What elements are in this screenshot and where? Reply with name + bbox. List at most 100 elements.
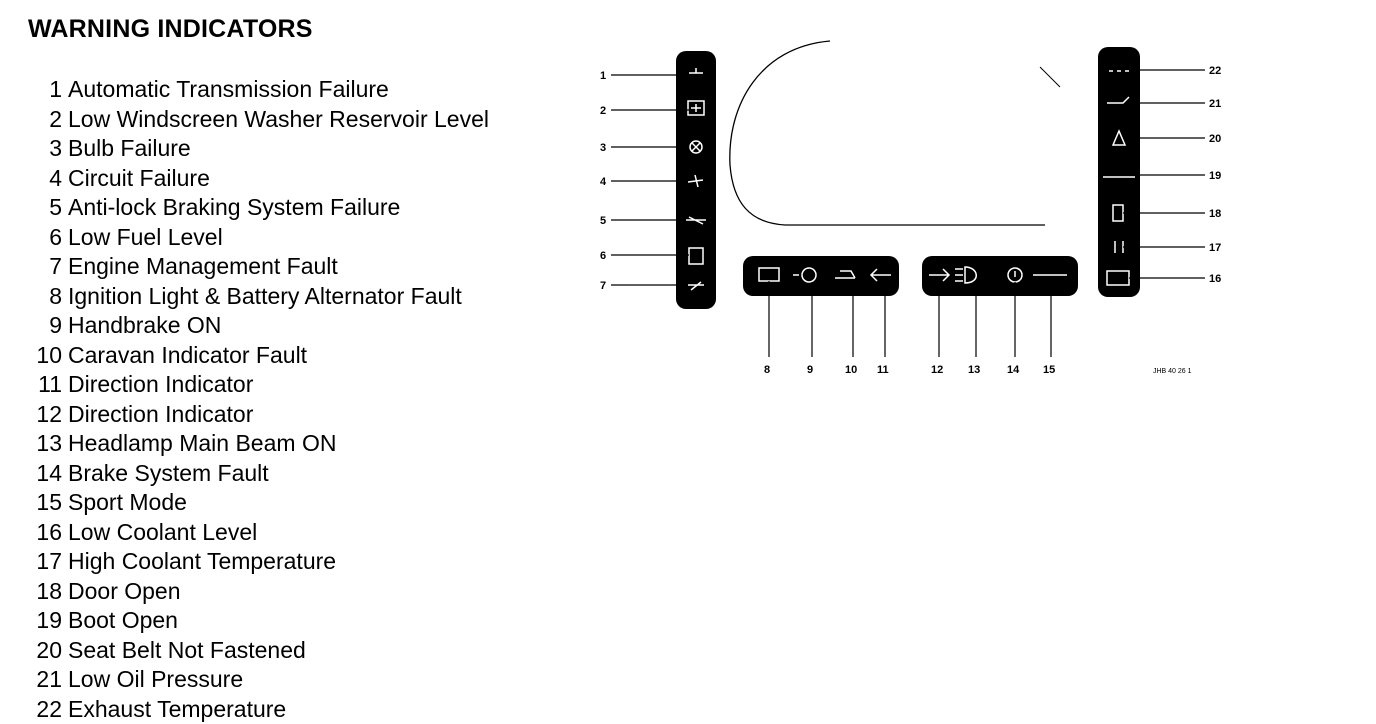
reference-code: JHB 40 26 1 [1153, 368, 1192, 375]
transmission-icon [689, 68, 703, 74]
legend-number: 2 [49, 105, 62, 132]
callout-1: 1 [600, 70, 606, 82]
callout-11: 11 [877, 364, 889, 376]
callout-18: 18 [1209, 208, 1221, 220]
legend-label: Door Open [68, 577, 181, 604]
callout-7: 7 [600, 280, 606, 292]
legend-label: Anti-lock Braking System Failure [68, 194, 401, 220]
headlamp-beam-icon [955, 268, 963, 282]
bulb-icon-cross [691, 142, 701, 152]
callout-3: 3 [600, 142, 606, 154]
legend-number: 6 [49, 223, 62, 250]
instrument-panel-svg: 1 2 3 4 5 6 7 8 9 10 11 12 13 14 15 16 1… [600, 40, 1221, 376]
caravan-icon [835, 270, 856, 279]
callout-17: 17 [1209, 242, 1221, 254]
bulb-icon [689, 140, 703, 154]
legend-label: Low Fuel Level [68, 223, 223, 250]
callout-2: 2 [600, 105, 606, 117]
legend-number: 19 [36, 607, 62, 633]
legend-number: 8 [49, 282, 62, 309]
page-title: WARNING INDICATORS [28, 15, 313, 43]
circuit-icon [687, 174, 704, 188]
legend-number: 21 [36, 666, 62, 692]
legend-number: 20 [36, 636, 62, 663]
legend-label: Boot Open [68, 607, 178, 633]
fuel-icon [688, 247, 704, 265]
left-arrow-icon [869, 268, 891, 282]
bottom-right-indicator-bar [922, 256, 1078, 296]
handbrake-icon [801, 267, 817, 283]
right-indicator-panel [1098, 47, 1140, 297]
seatbelt-icon [1111, 129, 1127, 146]
legend-label: Low Coolant Level [68, 518, 258, 545]
callout-6: 6 [600, 250, 606, 262]
callout-13: 13 [968, 364, 980, 376]
callout-4: 4 [600, 176, 607, 188]
legend-label: Headlamp Main Beam ON [68, 430, 337, 456]
legend-label: High Coolant Temperature [68, 548, 337, 574]
legend-number: 1 [49, 76, 62, 102]
legend-label: Sport Mode [68, 489, 187, 515]
legend-number: 9 [49, 312, 62, 338]
abs-icon [686, 216, 706, 225]
callout-19: 19 [1209, 170, 1221, 182]
bottom-left-indicator-bar [743, 256, 899, 296]
callout-16: 16 [1209, 273, 1221, 285]
dial-outline [729, 40, 1045, 226]
callout-15: 15 [1043, 364, 1055, 376]
legend-number: 22 [36, 695, 62, 722]
callout-8: 8 [764, 364, 770, 376]
engine-icon [688, 281, 704, 291]
legend-label: Engine Management Fault [68, 253, 338, 279]
legend-number: 10 [36, 341, 62, 368]
legend-label: Exhaust Temperature [68, 695, 287, 722]
legend-number: 16 [36, 518, 62, 545]
headlamp-icon [964, 266, 977, 284]
legend-label: Seat Belt Not Fastened [68, 636, 306, 663]
callout-14: 14 [1007, 364, 1020, 376]
legend-number: 3 [49, 135, 62, 161]
instrument-panel-diagram: 1 2 3 4 5 6 7 8 9 10 11 12 13 14 15 16 1… [585, 35, 1235, 385]
callout-20: 20 [1209, 133, 1221, 145]
callout-10: 10 [845, 364, 857, 376]
oil-icon [1107, 96, 1130, 104]
legend-label: Bulb Failure [68, 135, 191, 161]
legend-number: 18 [36, 577, 62, 604]
legend-number: 13 [36, 430, 62, 456]
dial-outline-fragment [1039, 66, 1061, 88]
legend-number: 5 [49, 194, 62, 220]
callout-12: 12 [931, 364, 943, 376]
legend-label: Ignition Light & Battery Alternator Faul… [68, 282, 462, 309]
legend-label: Automatic Transmission Failure [68, 76, 389, 102]
callout-9: 9 [807, 364, 813, 376]
callout-21: 21 [1209, 98, 1221, 110]
washer-icon [687, 100, 705, 116]
legend-label: Low Oil Pressure [68, 666, 244, 692]
legend-number: 4 [49, 164, 62, 191]
legend-number: 15 [36, 489, 62, 515]
washer-icon-detail [691, 104, 701, 112]
callout-5: 5 [600, 215, 606, 227]
legend-number: 11 [38, 371, 62, 397]
